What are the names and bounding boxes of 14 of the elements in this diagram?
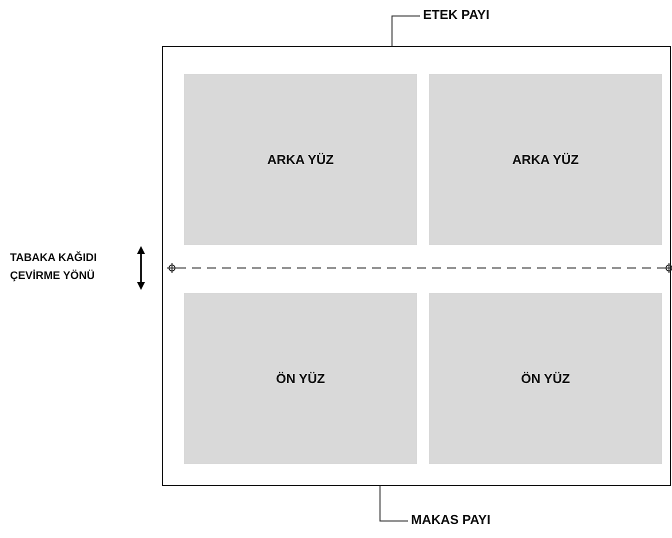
sheet-outline — [162, 46, 671, 486]
leader-line — [380, 486, 408, 522]
panel-label: ÖN YÜZ — [276, 371, 325, 386]
callout-label: MAKAS PAYI — [411, 512, 490, 530]
leader-line — [392, 16, 420, 46]
callout-label: ETEK PAYI — [423, 7, 490, 25]
page-panel — [184, 293, 417, 464]
panel-label: ÖN YÜZ — [521, 371, 570, 386]
panel-label: ARKA YÜZ — [512, 152, 579, 167]
note-text: TABAKA KAĞIDI ÇEVİRME YÖNÜ — [10, 250, 98, 284]
page-panel — [429, 293, 662, 464]
page-panel — [184, 74, 417, 245]
page-panel — [429, 74, 662, 245]
panel-label: ARKA YÜZ — [267, 152, 334, 167]
